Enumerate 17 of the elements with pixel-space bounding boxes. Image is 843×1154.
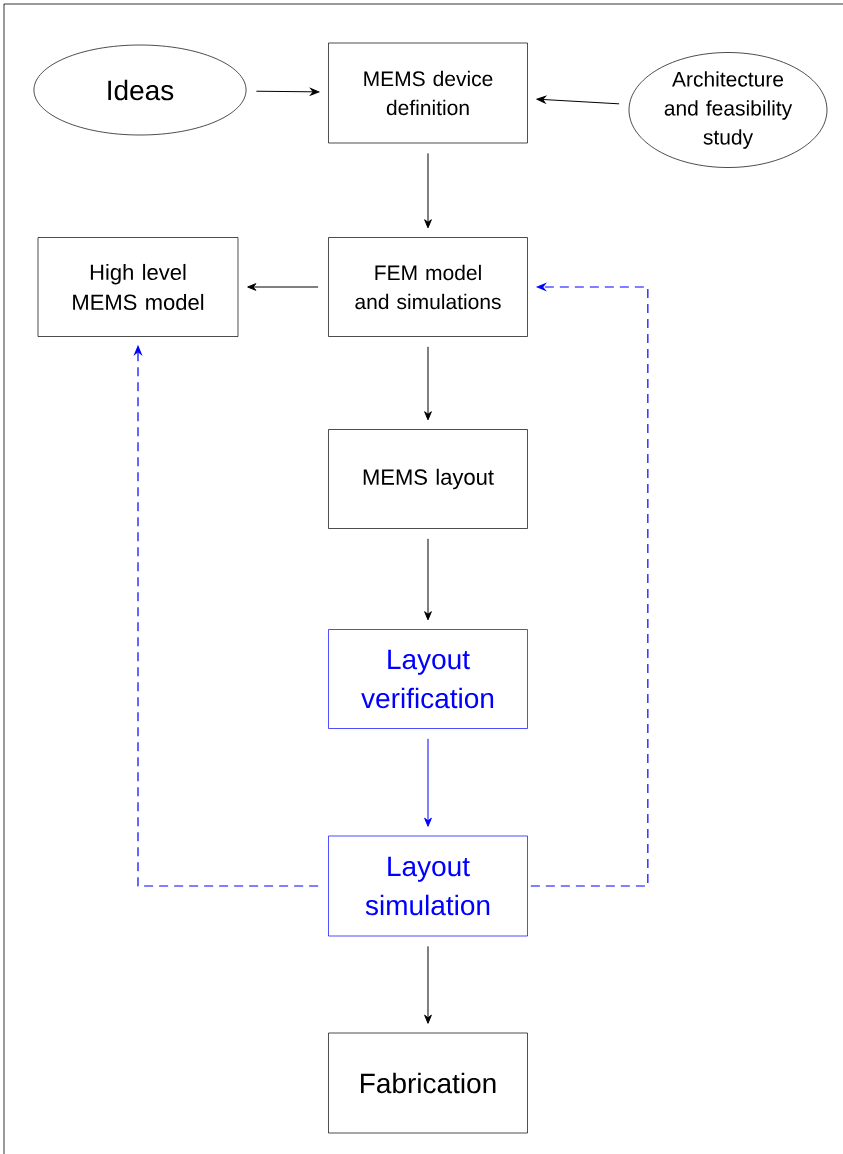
process-box: FEM model and simulations [328,237,528,337]
arrow [247,283,319,291]
process-box: Layout simulation [328,835,528,937]
arrow [424,538,432,621]
process-box: MEMS layout [328,429,528,529]
arrow [255,87,320,96]
ellipse-node: Ideas [33,44,247,136]
arrow [424,738,432,827]
arrow [424,945,432,1024]
process-box: MEMS device definition [328,42,528,144]
arrow [536,95,620,105]
arrow [424,152,432,229]
process-box: Layout verification [328,629,528,729]
arrow [424,346,432,421]
ellipse-node: Architecture and feasibility study [628,52,828,168]
process-box: High level MEMS model [37,237,239,337]
process-box: Fabrication [328,1032,528,1134]
